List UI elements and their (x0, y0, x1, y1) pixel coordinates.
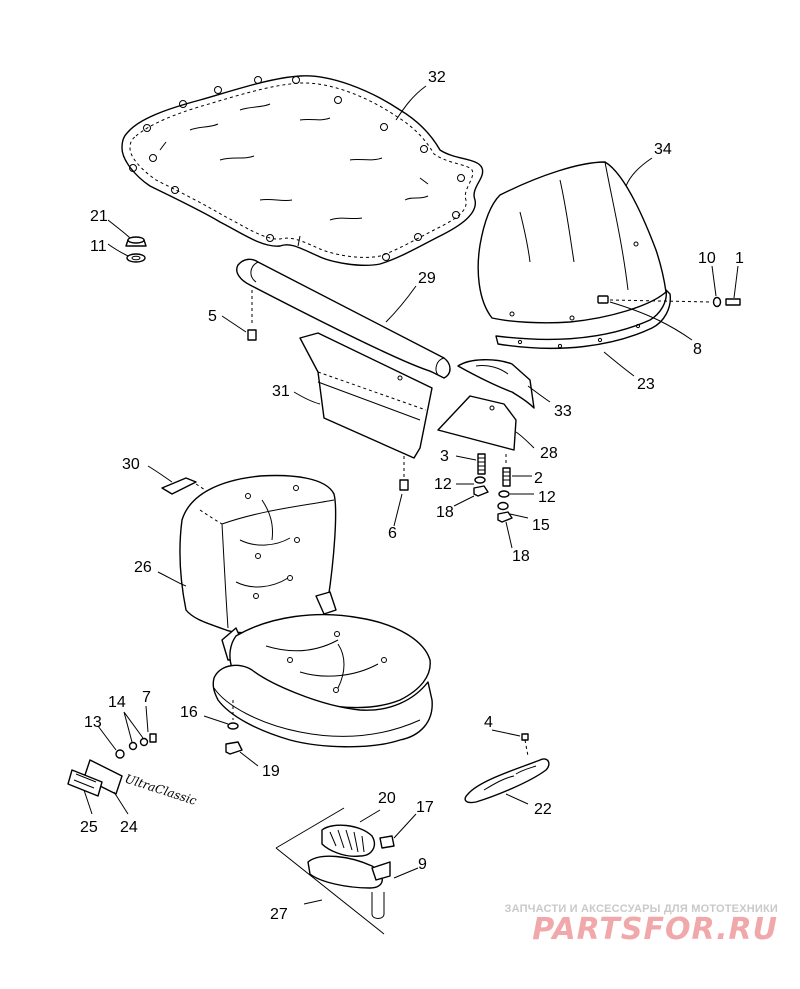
callout-26: 26 (134, 559, 152, 576)
callout-11: 11 (90, 238, 107, 255)
callout-12-a: 12 (434, 476, 452, 493)
callout-13: 13 (84, 714, 102, 731)
part-3-2-12-18-15-hardware (473, 453, 513, 523)
callout-4: 4 (484, 714, 493, 731)
part-26-seat (179, 474, 433, 748)
callout-31: 31 (272, 383, 290, 400)
leader-lines (83, 85, 739, 905)
callout-6: 6 (388, 525, 397, 542)
callout-14: 14 (108, 694, 126, 711)
callout-9: 9 (418, 856, 427, 873)
part-23-trim-strip (495, 289, 671, 350)
callout-30: 30 (122, 456, 140, 473)
callout-7: 7 (142, 689, 151, 706)
callout-20: 20 (378, 790, 396, 807)
callout-19: 19 (262, 763, 280, 780)
callout-15: 15 (532, 517, 550, 534)
part-22-badge (464, 733, 550, 804)
callout-27: 27 (270, 906, 288, 923)
part-33-bracket (457, 359, 535, 409)
part-5-6-screws (247, 290, 409, 491)
callout-22: 22 (534, 801, 552, 818)
part-21-11-grommets (125, 236, 147, 263)
callout-12-b: 12 (538, 489, 556, 506)
callout-2: 2 (534, 470, 543, 487)
part-8-10-1-hardware (597, 295, 741, 308)
callout-16: 16 (180, 704, 198, 721)
callout-17: 17 (416, 799, 434, 816)
part-16-19-washer-nut (225, 700, 243, 755)
callout-18-a: 18 (436, 504, 454, 521)
callout-21: 21 (90, 208, 108, 225)
emblem-script: UltraClassic (123, 772, 199, 808)
part-29-bolster (236, 258, 451, 379)
callout-labels: 32 34 21 11 10 1 29 5 8 23 31 33 28 3 2 … (80, 69, 744, 923)
part-7-14-13-hardware (115, 733, 157, 759)
callout-5: 5 (208, 308, 217, 325)
callout-3: 3 (440, 448, 449, 465)
callout-1: 1 (735, 250, 744, 267)
part-31-pouch (299, 332, 433, 459)
callout-10: 10 (698, 250, 716, 267)
callout-28: 28 (540, 445, 558, 462)
callout-24: 24 (120, 819, 138, 836)
watermark-brand: PARTSFOR.RU (532, 912, 778, 947)
watermark: ЗАПЧАСТИ И АКСЕССУАРЫ ДЛЯ МОТОТЕХНИКИ PA… (505, 903, 778, 945)
part-32-cover (121, 75, 484, 266)
callout-8: 8 (693, 341, 702, 358)
part-34-windshield (477, 161, 667, 324)
callout-18-b: 18 (512, 548, 530, 565)
callout-25: 25 (80, 819, 98, 836)
callout-29: 29 (418, 270, 436, 287)
callout-33: 33 (554, 403, 572, 420)
part-28-support-plate (437, 395, 517, 451)
watermark-tagline: ЗАПЧАСТИ И АКСЕССУАРЫ ДЛЯ МОТОТЕХНИКИ (504, 903, 778, 915)
part-27-footrest-group (275, 807, 395, 935)
callout-34: 34 (654, 141, 672, 158)
callout-32: 32 (428, 69, 446, 86)
callout-23: 23 (637, 376, 655, 393)
